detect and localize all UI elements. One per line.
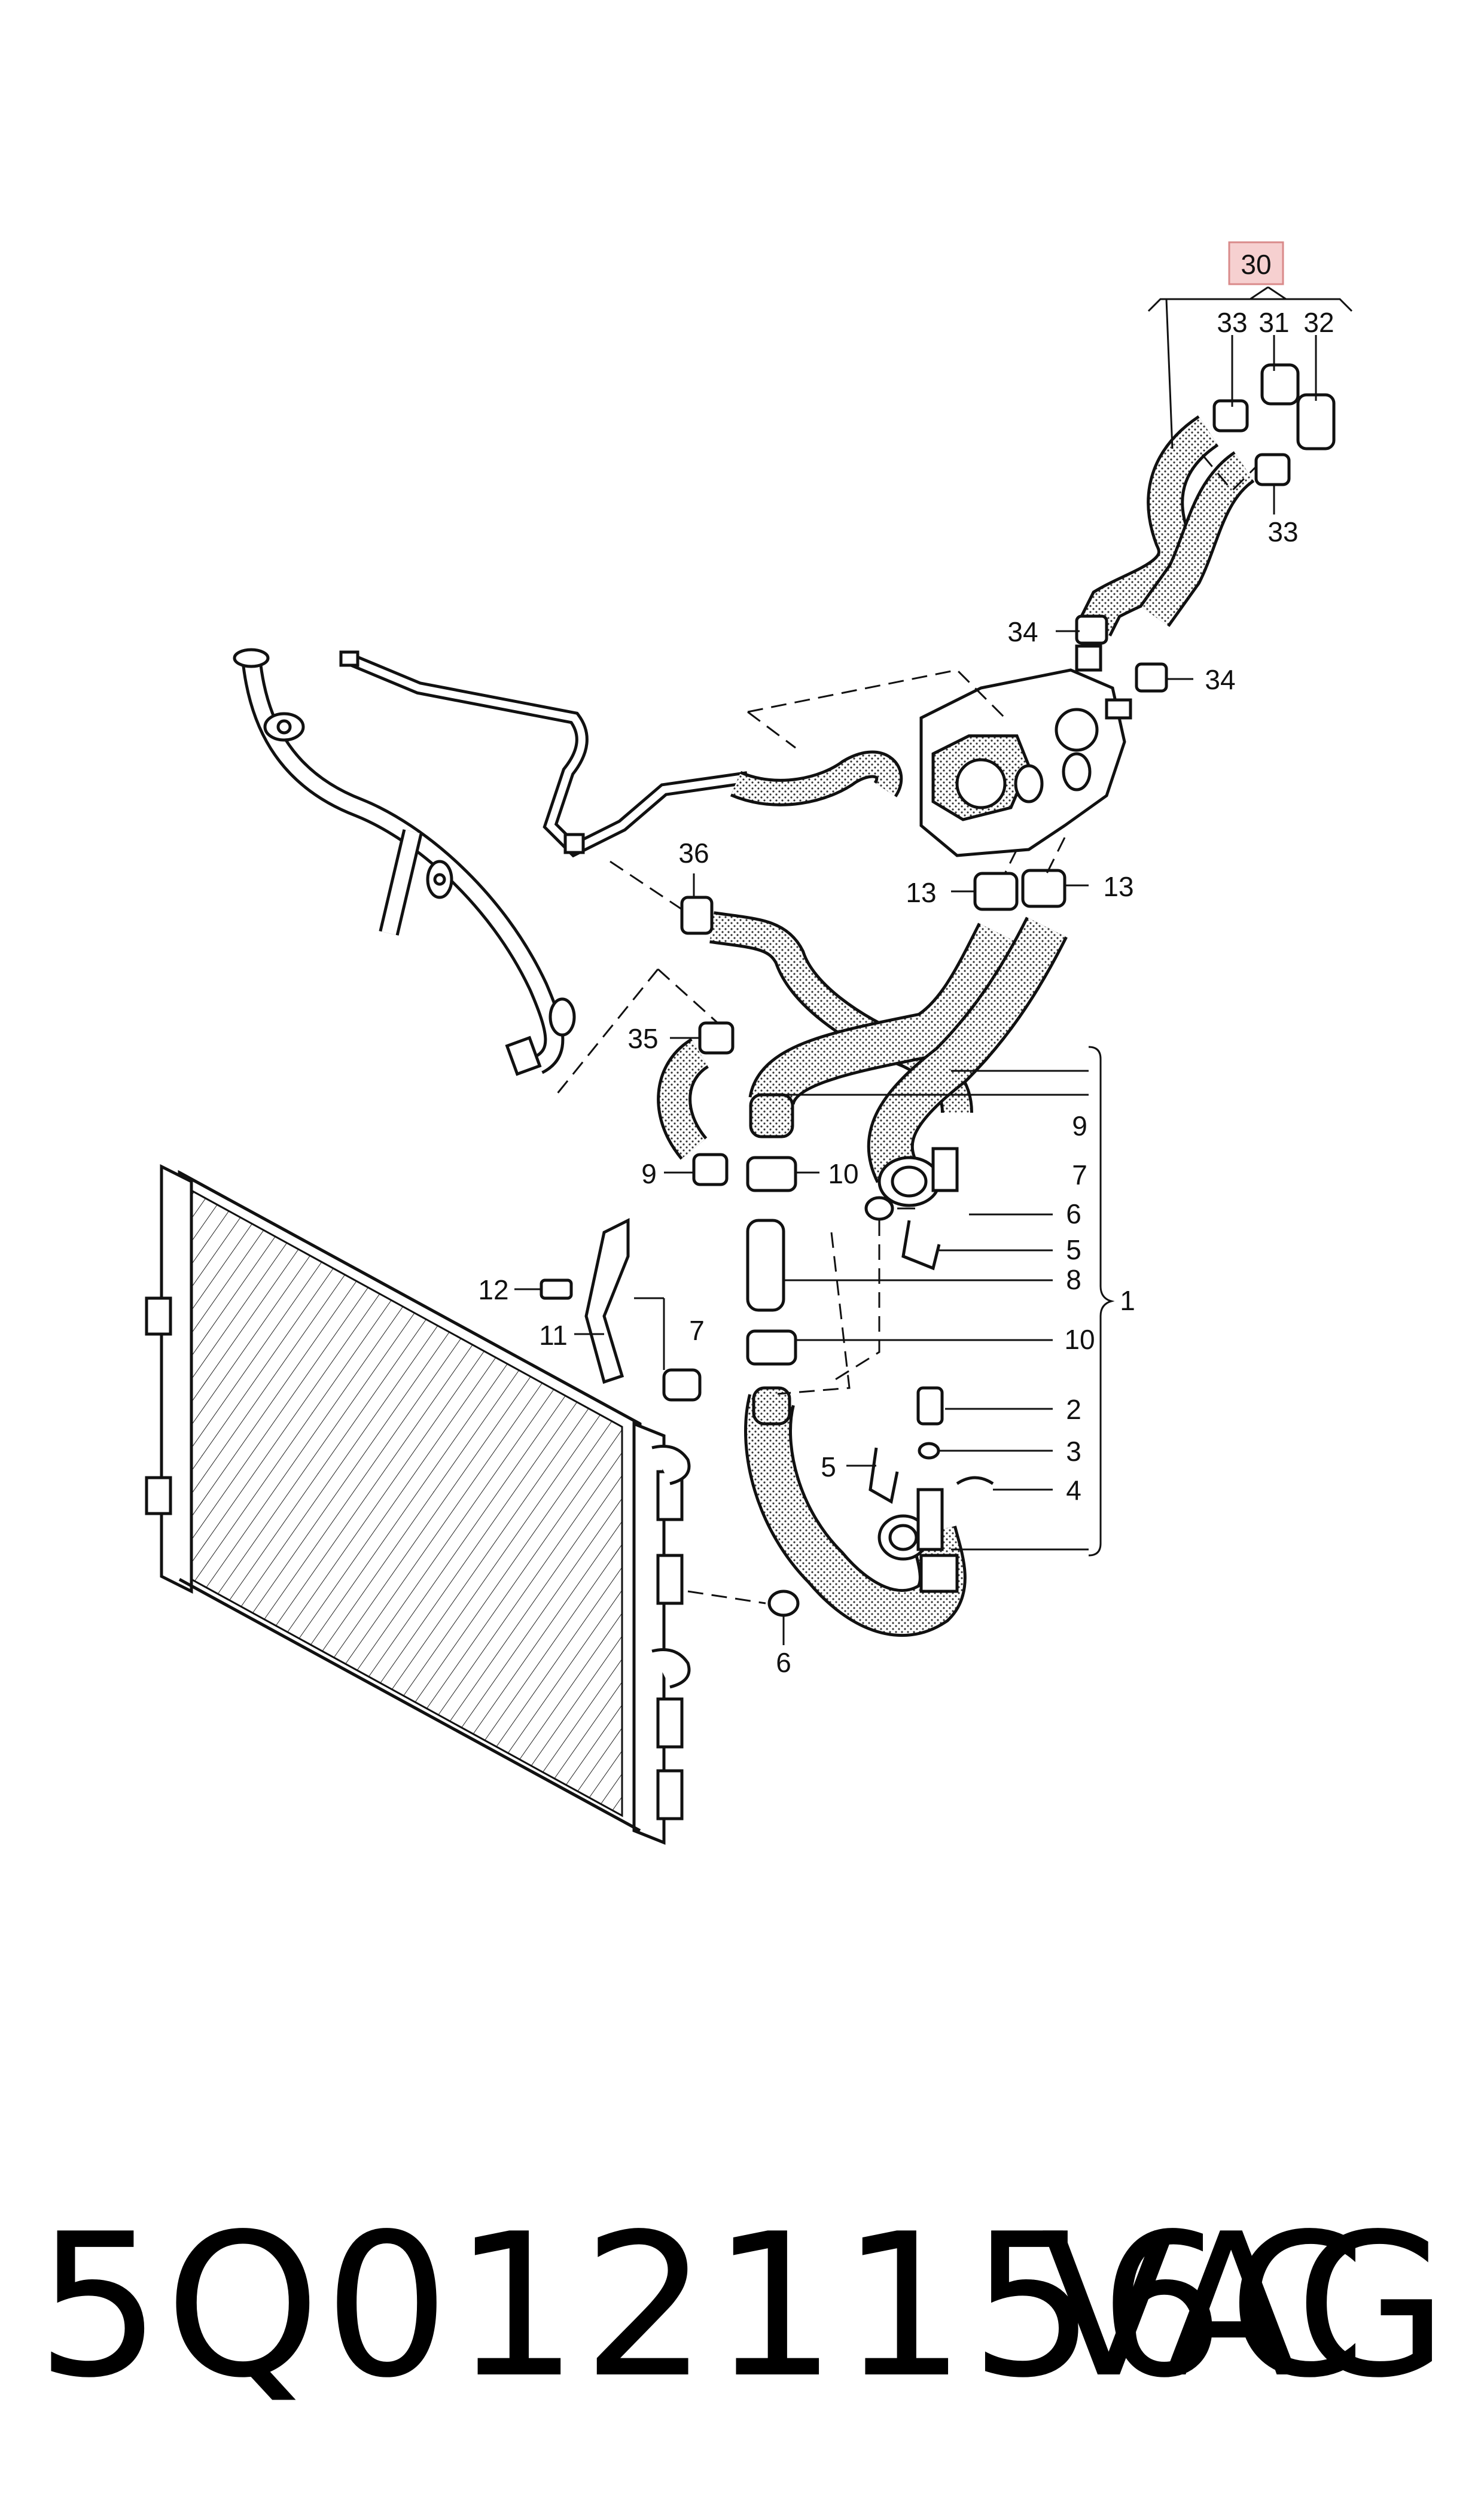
- clip-4: [956, 1476, 994, 1485]
- label-1: 1: [1120, 1285, 1135, 1316]
- clamp-33-top: [1212, 399, 1249, 433]
- radiator: [145, 1164, 691, 1845]
- label-4: 4: [1066, 1475, 1081, 1506]
- metal-coolant-pipe: [233, 648, 576, 1076]
- label-9-right: 9: [1072, 1110, 1087, 1141]
- label-11: 11: [539, 1320, 568, 1351]
- label-8: 8: [1066, 1264, 1081, 1295]
- label-13-left: 13: [906, 877, 936, 908]
- part-number: 5Q0121156C: [36, 2191, 1370, 2421]
- label-33-lower: 33: [1267, 516, 1298, 547]
- radiator-outlet-fitting: [877, 1147, 959, 1593]
- brand-name: VAG: [1041, 2191, 1448, 2421]
- seal-3: [918, 1442, 940, 1460]
- clamp-36: [680, 896, 714, 935]
- temperature-sensor-2: [916, 1386, 944, 1426]
- label-35: 35: [627, 1023, 658, 1054]
- connector-31: [1260, 363, 1300, 406]
- clamp-35: [698, 1021, 735, 1055]
- clamp-10-upper: [746, 1156, 797, 1192]
- label-30: 30: [1241, 249, 1271, 280]
- label-12: 12: [478, 1274, 508, 1305]
- clamp-7: [662, 1368, 702, 1402]
- o-ring-6-lower: [767, 1590, 800, 1617]
- fittings: [540, 1196, 994, 1617]
- retaining-clip-5-top: [901, 1220, 941, 1271]
- clamp-33-lower: [1254, 453, 1291, 486]
- screw-12: [540, 1278, 573, 1300]
- hose-segments: [746, 1093, 794, 1426]
- label-5-right: 5: [1066, 1234, 1081, 1265]
- label-9-left: 9: [641, 1158, 657, 1189]
- retaining-clip-5-lower: [869, 1447, 899, 1504]
- label-34-right: 34: [1205, 664, 1235, 695]
- connector-32: [1296, 393, 1336, 450]
- label-13-right: 13: [1103, 871, 1133, 902]
- label-2: 2: [1066, 1394, 1081, 1425]
- thin-coolant-pipe: [339, 650, 749, 858]
- label-7-left: 7: [689, 1315, 705, 1346]
- leader-lines: [514, 286, 1353, 1645]
- label-7-right: 7: [1072, 1159, 1087, 1191]
- highlight-30: [1228, 241, 1284, 285]
- label-32: 32: [1303, 307, 1334, 338]
- label-33-top: 33: [1217, 307, 1247, 338]
- cooling-system-exploded-diagram: 30 33 31 32 33 34 34 13 13 36 35 9 10 9 …: [145, 241, 1353, 1845]
- clamp-13-right: [1021, 869, 1066, 908]
- bracket-11: [584, 1217, 630, 1384]
- hose-clamps: [662, 363, 1336, 1402]
- label-3: 3: [1066, 1436, 1081, 1467]
- label-6-right: 6: [1066, 1198, 1081, 1229]
- clamp-34-left: [1075, 614, 1108, 645]
- label-5-lower: 5: [821, 1451, 836, 1482]
- clamp-13-left: [973, 872, 1019, 911]
- o-ring-6-top: [864, 1196, 894, 1221]
- label-34-left: 34: [1007, 616, 1038, 647]
- clamp-34-right: [1135, 662, 1168, 693]
- clamp-9: [692, 1153, 729, 1186]
- label-31: 31: [1258, 307, 1289, 338]
- label-36: 36: [678, 838, 709, 869]
- label-10-upper: 10: [828, 1158, 858, 1189]
- label-10-lower: 10: [1064, 1324, 1095, 1355]
- hoses: [657, 415, 1256, 1637]
- callout-labels: 30 33 31 32 33 34 34 13 13 36 35 9 10 9 …: [478, 241, 1334, 1678]
- thermostat-housing: [919, 644, 1132, 857]
- clamp-10-lower: [746, 1329, 797, 1366]
- label-6-lower: 6: [776, 1647, 791, 1678]
